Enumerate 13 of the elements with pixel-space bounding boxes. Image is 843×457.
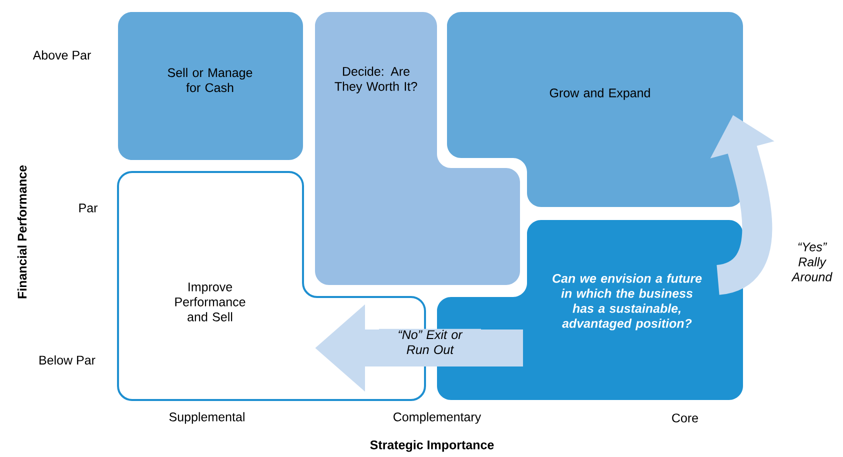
axis-tick-label: Core xyxy=(672,414,698,422)
strategy-box: Sell or Manage for Cash xyxy=(118,12,303,160)
edge-label: “Yes” Rally Around xyxy=(791,242,832,282)
axis-tick-label: Below Par xyxy=(40,355,96,365)
axis-tick-label: Par xyxy=(79,204,98,212)
axis-title: Strategic Importance xyxy=(370,440,494,452)
axis-tick-label: Above Par xyxy=(32,50,91,60)
axis-tick-label: Supplemental xyxy=(169,412,244,424)
edge-label: “No” Exit or Run Out xyxy=(379,328,481,356)
strategy-box: Grow and Expand xyxy=(447,12,743,207)
strategy-box: Decide: Are They Worth It? xyxy=(315,12,520,285)
axis-tick-label: Complementary xyxy=(394,412,482,424)
axis-title: Financial Performance xyxy=(17,165,27,298)
